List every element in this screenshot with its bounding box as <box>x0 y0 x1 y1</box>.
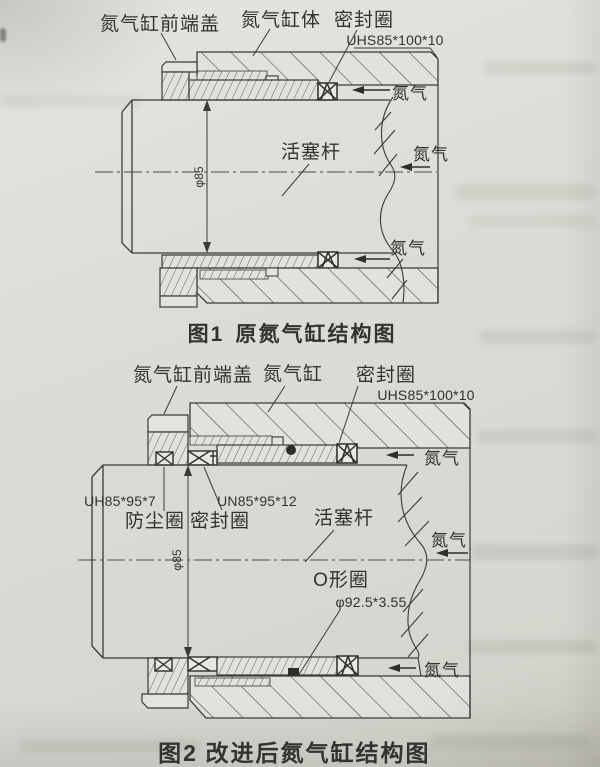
fig1-nitrogen-arrow-top <box>352 86 390 94</box>
fig2-dimension-line: φ85 <box>170 465 192 658</box>
figure1-drawing: φ85 <box>95 9 449 346</box>
fig1-nitrogen-label-top: 氮气 <box>392 84 428 103</box>
fig1-label-piston-rod: 活塞杆 <box>281 141 341 163</box>
fig1-body-lip <box>196 70 268 81</box>
fig1-caption-number: 图1 <box>188 323 225 346</box>
fig2-nitrogen-arrow-bottom <box>388 664 416 672</box>
fig2-seal-bottom <box>336 655 359 676</box>
fig1-cover-flange-bottom <box>159 267 198 297</box>
fig2-un-seal-bottom <box>187 656 218 672</box>
fig1-cover-sleeve <box>188 79 319 101</box>
fig2-oring-dot-top <box>286 445 296 455</box>
figure2-drawing: φ85 <box>78 363 474 766</box>
fig1-bottom-section <box>159 251 439 308</box>
fig2-bottom-section <box>141 655 471 719</box>
fig2-cover-foot <box>141 693 189 709</box>
fig2-label-front-cover: 氮气缸前端盖 <box>133 364 253 386</box>
fig1-nitrogen-label-mid: 氮气 <box>413 145 449 164</box>
fig1-piston-rod <box>121 99 393 254</box>
fig2-front-cover-top-section <box>147 414 338 466</box>
fig2-cover-sleeve-bottom <box>216 656 338 676</box>
fig2-nitrogen-label-mid: 氮气 <box>431 531 467 550</box>
fig1-label-cylinder-body: 氮气缸体 <box>241 9 321 31</box>
fig1-cover-tab <box>161 61 198 73</box>
fig2-cover-sleeve <box>216 444 338 464</box>
fig1-seal-top <box>317 82 338 101</box>
fig2-label-o-ring: O形圈 <box>313 569 369 591</box>
fig1-label-seal-ring: 密封圈 <box>334 9 394 31</box>
fig2-dust-ring-top <box>155 451 174 466</box>
fig2-caption-number: 图2 <box>158 740 198 766</box>
fig2-nitrogen-arrow-top <box>386 451 414 459</box>
fig1-seal-spec: UHS85*100*10 <box>346 32 443 48</box>
fig1-cover-sleeve-bottom <box>161 254 319 269</box>
fig2-dust-ring-bottom <box>154 657 173 672</box>
fig1-dimension-line: φ85 <box>192 100 211 253</box>
fig1-label-front-cover: 氮气缸前端盖 <box>100 13 220 35</box>
fig1-break-line <box>373 96 408 304</box>
fig2-un-seal-spec: UN85*95*12 <box>217 493 297 509</box>
fig2-label-seal-ring-left: 密封圈 <box>190 510 250 532</box>
fig2-cover-tab <box>147 414 189 433</box>
fig2-nitrogen-label-top: 氮气 <box>424 449 460 468</box>
fig2-dust-ring-spec: UH85*95*7 <box>84 493 156 509</box>
fig1-seal-bottom <box>317 251 339 269</box>
fig2-cylinder-body-bottom-section <box>189 675 471 719</box>
fig2-diameter-label: φ85 <box>170 549 184 570</box>
fig1-caption-title: 原氮气缸结构图 <box>236 322 397 346</box>
fig2-seal-spec-top: UHS85*100*10 <box>377 387 474 403</box>
fig2-leader-lines <box>163 385 471 677</box>
fig2-seal-top <box>336 443 358 464</box>
fig1-nitrogen-arrow-bottom <box>354 255 390 263</box>
fig2-label-cylinder: 氮气缸 <box>263 363 323 385</box>
fig1-leader-lines <box>160 28 438 197</box>
fig1-nitrogen-arrow-mid <box>400 163 430 171</box>
fig1-front-cover-top-section <box>161 61 319 101</box>
fig2-label-seal-ring-top: 密封圈 <box>356 364 416 386</box>
fig2-cylinder-body-top-section <box>189 402 471 449</box>
fig1-diameter-label: φ85 <box>192 166 206 187</box>
fig2-break-line <box>397 464 430 677</box>
fig2-o-ring-spec: φ92.5*3.55 <box>335 594 406 610</box>
fig2-nitrogen-label-bottom: 氮气 <box>424 661 460 680</box>
fig1-cover-foot <box>159 295 198 308</box>
fig2-oring-square-bottom <box>288 668 299 679</box>
fig2-label-dust-ring: 防尘圈 <box>125 510 185 532</box>
fig2-body-lip <box>189 435 273 446</box>
fig2-un-seal-top <box>187 450 218 466</box>
fig1-nitrogen-label-bottom: 氮气 <box>390 239 426 258</box>
fig2-nitrogen-arrow-mid <box>436 549 468 557</box>
fig2-caption-title: 改进后氮气缸结构图 <box>206 740 431 766</box>
fig2-label-piston-rod: 活塞杆 <box>314 507 374 529</box>
